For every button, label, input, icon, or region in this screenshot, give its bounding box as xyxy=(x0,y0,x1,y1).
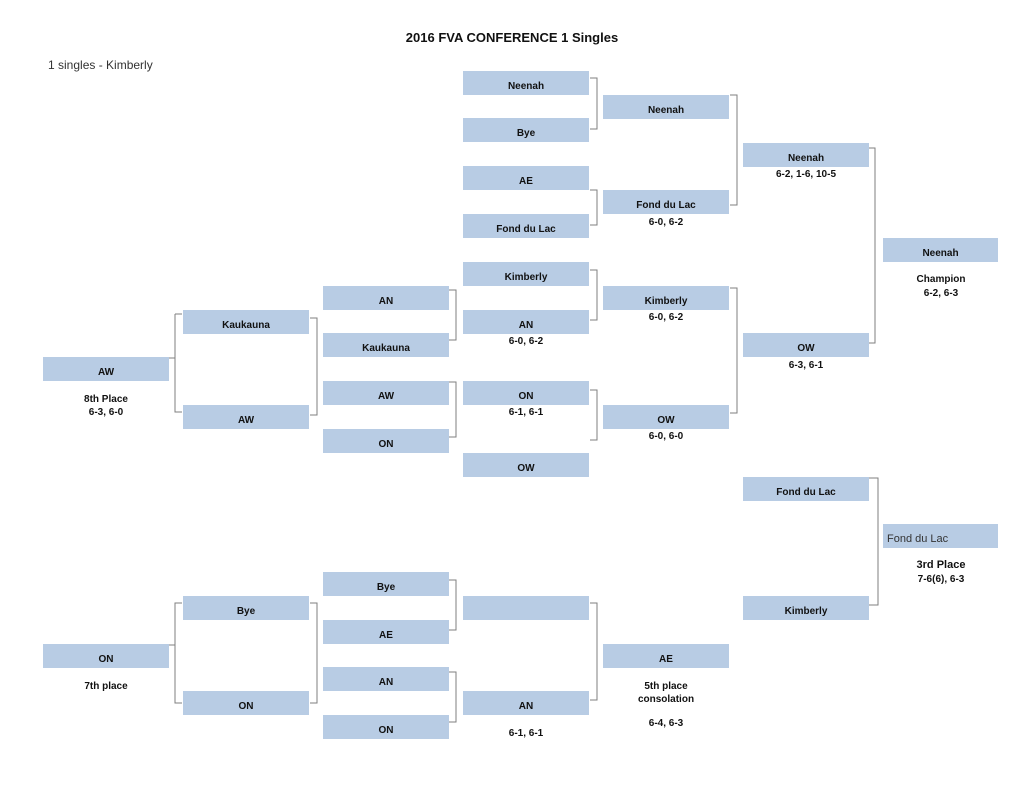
eighth-place-label: 8th Place xyxy=(84,394,128,405)
bracket-slot-r1-ow: OW xyxy=(463,453,589,477)
bracket-slot-third-place: Fond du Lac xyxy=(883,524,998,548)
team-name: Bye xyxy=(516,128,536,139)
third-place-score: 7-6(6), 6-3 xyxy=(917,574,965,585)
team-name: Fond du Lac xyxy=(496,224,556,235)
team-name: AE xyxy=(659,654,673,665)
fifth-place-score: 6-4, 6-3 xyxy=(648,718,684,729)
team-name: ON xyxy=(378,725,394,736)
bracket-slot-champion: Neenah xyxy=(883,238,998,262)
team-name: Kaukauna xyxy=(362,343,410,354)
bracket-slot-r2-ow: OW xyxy=(603,405,729,429)
score-r2-ow: 6-0, 6-0 xyxy=(648,431,684,442)
score-r2-fdl: 6-0, 6-2 xyxy=(648,217,684,228)
fifth-place-label-2: consolation xyxy=(637,694,695,705)
bracket-slot-low-bye: Bye xyxy=(323,572,449,596)
team-name: AE xyxy=(519,176,533,187)
bracket-slot-fifth-place: AE xyxy=(603,644,729,668)
team-name: ON xyxy=(378,439,394,450)
bracket-slot-seventh-place: ON xyxy=(43,644,169,668)
team-name: OW xyxy=(657,415,675,426)
team-name: AN xyxy=(518,320,534,331)
bracket-slot-low-bye-w: Bye xyxy=(183,596,309,620)
team-name: AW xyxy=(237,415,255,426)
score-low-an: 6-1, 6-1 xyxy=(508,728,544,739)
team-name: Kimberly xyxy=(504,272,548,283)
team-name: OW xyxy=(797,343,815,354)
score-r2-kimberly: 6-0, 6-2 xyxy=(648,312,684,323)
bracket-slot-r1-on: ON xyxy=(463,381,589,405)
bracket-slot-cons-aw-w: AW xyxy=(183,405,309,429)
bracket-slot-low-on: ON xyxy=(323,715,449,739)
team-name: Neenah xyxy=(787,153,825,164)
bracket-title: 2016 FVA CONFERENCE 1 Singles xyxy=(405,30,619,45)
bracket-slot-r1-fdl: Fond du Lac xyxy=(463,214,589,238)
bracket-slot-low-empty xyxy=(463,596,589,620)
score-r1-on: 6-1, 6-1 xyxy=(508,407,544,418)
bracket-slot-r2-fdl: Fond du Lac xyxy=(603,190,729,214)
team-name: ON xyxy=(518,391,534,402)
team-name: Fond du Lac xyxy=(887,533,949,545)
bracket-slot-r1-ae: AE xyxy=(463,166,589,190)
team-name: AW xyxy=(377,391,395,402)
bracket-slot-third-kimberly: Kimberly xyxy=(743,596,869,620)
champion-score: 6-2, 6-3 xyxy=(923,288,959,299)
bracket-slot-cons-an: AN xyxy=(323,286,449,310)
third-place-label: 3rd Place xyxy=(916,559,966,571)
bracket-slot-third-fdl: Fond du Lac xyxy=(743,477,869,501)
bracket-slot-low-an: AN xyxy=(323,667,449,691)
bracket-slot-r3-ow: OW xyxy=(743,333,869,357)
eighth-place-score: 6-3, 6-0 xyxy=(88,407,124,418)
bracket-slot-r1-bye: Bye xyxy=(463,118,589,142)
score-r3-ow: 6-3, 6-1 xyxy=(788,360,824,371)
bracket-slot-low-ae: AE xyxy=(323,620,449,644)
team-name: Kimberly xyxy=(644,296,688,307)
bracket-slot-r1-an: AN xyxy=(463,310,589,334)
team-name: AN xyxy=(518,701,534,712)
bracket-slot-cons-kaukauna: Kaukauna xyxy=(323,333,449,357)
team-name: Kaukauna xyxy=(222,320,270,331)
team-name: Fond du Lac xyxy=(636,200,696,211)
team-name: Neenah xyxy=(922,248,959,259)
bracket-subtitle: 1 singles - Kimberly xyxy=(48,58,153,72)
bracket-slot-r1-neenah: Neenah xyxy=(463,71,589,95)
team-name: Neenah xyxy=(647,105,685,116)
bracket-slot-eighth-place: AW xyxy=(43,357,169,381)
bracket-slot-r1-kimberly: Kimberly xyxy=(463,262,589,286)
bracket-slot-r3-neenah: Neenah xyxy=(743,143,869,167)
team-name: AN xyxy=(378,677,394,688)
team-name: ON xyxy=(238,701,254,712)
team-name: AE xyxy=(379,630,393,641)
bracket-slot-r2-neenah: Neenah xyxy=(603,95,729,119)
team-name: Neenah xyxy=(507,81,545,92)
team-name: AN xyxy=(378,296,394,307)
bracket-slot-cons-aw: AW xyxy=(323,381,449,405)
score-r1-an: 6-0, 6-2 xyxy=(508,336,544,347)
bracket-slot-low-an-w: AN xyxy=(463,691,589,715)
bracket-slot-cons-kaukauna-w: Kaukauna xyxy=(183,310,309,334)
team-name: ON xyxy=(98,654,114,665)
team-name: Bye xyxy=(376,582,396,593)
team-name: Fond du Lac xyxy=(776,487,836,498)
team-name: Bye xyxy=(236,606,256,617)
champion-label: Champion xyxy=(916,274,966,285)
bracket-slot-r2-kimberly: Kimberly xyxy=(603,286,729,310)
bracket-slot-cons-on: ON xyxy=(323,429,449,453)
team-name: Kimberly xyxy=(784,606,828,617)
fifth-place-label-1: 5th place xyxy=(644,681,688,692)
bracket-slot-low-on-w: ON xyxy=(183,691,309,715)
team-name: AW xyxy=(97,367,115,378)
seventh-place-label: 7th place xyxy=(84,681,128,692)
team-name: OW xyxy=(517,463,535,474)
score-r3-neenah: 6-2, 1-6, 10-5 xyxy=(775,169,837,180)
